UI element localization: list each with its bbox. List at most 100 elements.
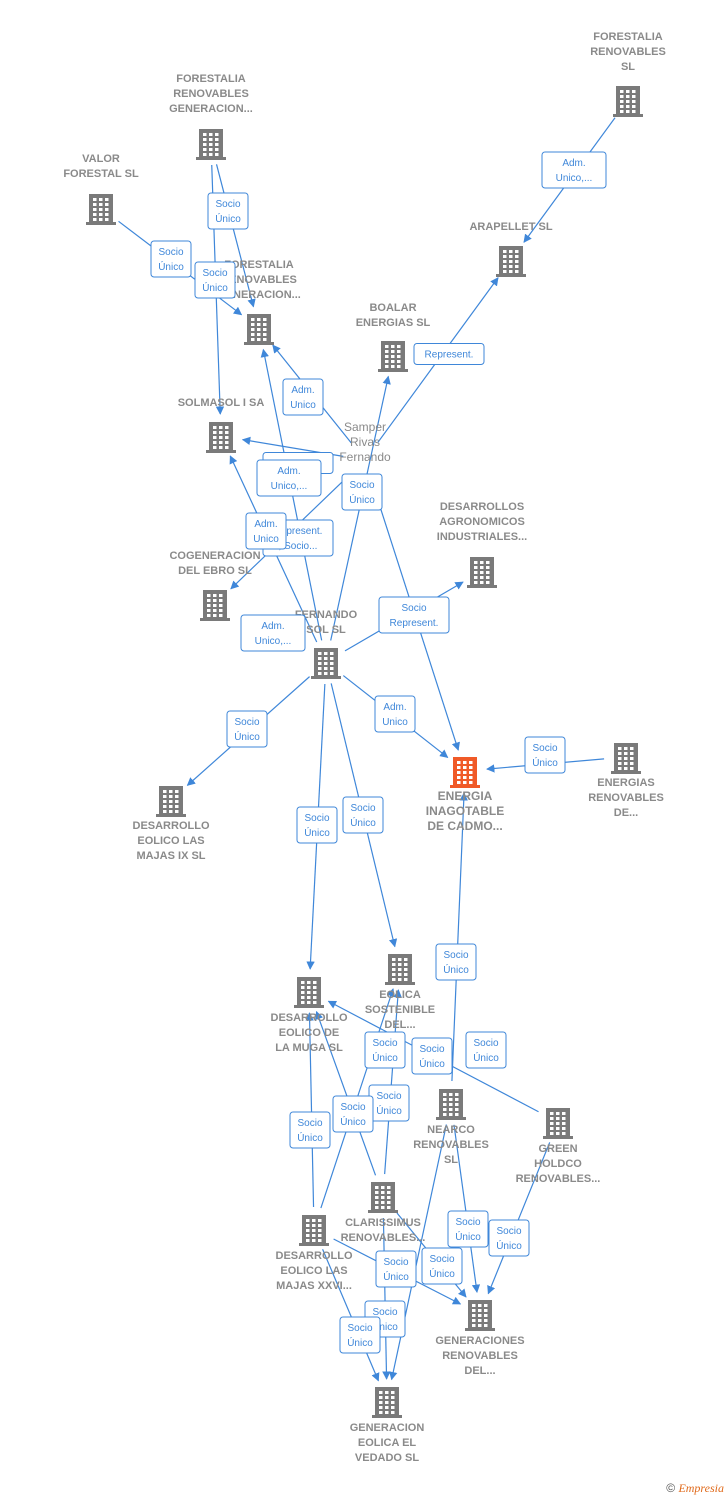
building-icon — [611, 743, 641, 774]
node-label-line: EOLICO LAS — [137, 835, 204, 847]
node-desarrollo-muga[interactable]: DESARROLLO EOLICO DE LA MUGA SL — [271, 977, 348, 1054]
node-generaciones-renovables[interactable]: GENERACIONESRENOVABLESDEL... — [435, 1300, 525, 1377]
node-label-line: INDUSTRIALES... — [437, 531, 527, 543]
edge-label[interactable]: Adm.Unico — [282, 378, 324, 416]
edge-label-text: Socio — [340, 1102, 365, 1113]
edge-desarrollo-majas-xxvi-to-generacion-vedado — [322, 1249, 380, 1382]
node-eolica-sostenible[interactable]: EOLICASOSTENIBLEDEL... — [365, 954, 435, 1031]
edge-label-text: Unico,... — [255, 636, 292, 647]
node-desarrollos-agro[interactable]: DESARROLLOSAGRONOMICOSINDUSTRIALES... — [437, 501, 527, 588]
node-label-line: COGENERACION — [169, 550, 260, 562]
node-label-line: MAJAS XXVI... — [276, 1280, 352, 1292]
node-label-line: DE... — [614, 807, 638, 819]
edge-label-text: Único — [419, 1057, 445, 1070]
edge-label-text: Socio — [347, 1323, 372, 1334]
edge-label-text: Socio — [349, 480, 374, 491]
building-icon — [613, 86, 643, 117]
edge-forestalia-gen1-to-forestalia-gen2 — [215, 164, 256, 308]
node-green-holdco[interactable]: GREENHOLDCORENOVABLES... — [516, 1108, 601, 1185]
node-energias-renovables[interactable]: ENERGIASRENOVABLESDE... — [588, 743, 664, 819]
edge-label-text: Socio — [202, 268, 227, 279]
node-label-line: INAGOTABLE — [426, 804, 504, 818]
edge-label[interactable]: Adm.Unico,... — [256, 459, 322, 497]
node-label-line: LA MUGA SL — [275, 1042, 343, 1054]
edge-label-text: Único — [304, 826, 330, 839]
edge-label[interactable]: Adm.Unico,... — [541, 151, 607, 189]
node-label-line: FORESTALIA — [224, 259, 294, 271]
edge-label-text: Adm. — [254, 519, 277, 530]
edge-label-text: Adm. — [383, 702, 406, 713]
edge-label-text: Socio — [455, 1217, 480, 1228]
node-label-line: CLARISSIMUS — [345, 1217, 421, 1229]
building-icon — [543, 1108, 573, 1139]
edge-label[interactable]: Adm.Unico — [245, 512, 287, 550]
building-icon — [436, 1089, 466, 1120]
node-label-line: EOLICO DE — [279, 1027, 340, 1039]
edge-label-text: Socio — [372, 1038, 397, 1049]
node-label-line: DESARROLLO — [271, 1012, 348, 1024]
edge-label-text: Unico — [290, 400, 316, 411]
edge-clarissimus-to-eolica-sostenible — [384, 989, 402, 1175]
node-label-line: DEL... — [464, 1365, 495, 1377]
building-icon — [86, 194, 116, 225]
node-label-line: DESARROLLOS — [440, 501, 524, 513]
node-label-line: FERNANDO — [295, 609, 358, 621]
edge-label-text: Socio — [443, 950, 468, 961]
node-label-line: GENERACION... — [217, 289, 301, 301]
edge-green-holdco-to-generaciones-renovables — [487, 1142, 551, 1295]
edge-label[interactable]: Adm.Unico,... — [240, 614, 306, 652]
node-arapellet[interactable]: ARAPELLET SL — [469, 221, 553, 277]
node-label-line: RENOVABLES... — [341, 1232, 426, 1244]
edge-label-text: Único — [234, 730, 260, 743]
brand-logo-text[interactable]: Empresia — [678, 1481, 724, 1495]
edge-label-text: Socio — [401, 603, 426, 614]
node-label-line: SL — [621, 61, 635, 73]
node-forestalia-gen1[interactable]: FORESTALIARENOVABLESGENERACION... — [169, 73, 253, 160]
edge-label-text: Socio — [496, 1226, 521, 1237]
edge-label-text: Unico — [382, 717, 408, 728]
node-label-line: FORESTALIA — [593, 31, 663, 43]
edge-label[interactable]: Adm. Unico — [374, 695, 416, 733]
edge-label[interactable]: Represent. — [413, 343, 485, 365]
node-forestalia-gen2[interactable]: FORESTALIARENOVABLESGENERACION... — [217, 259, 301, 345]
building-icon — [465, 1300, 495, 1331]
building-icon — [450, 757, 480, 788]
node-label-line: FORESTALIA — [176, 73, 246, 85]
node-clarissimus[interactable]: CLARISSIMUS RENOVABLES... — [341, 1182, 426, 1244]
edge-nearco-to-energia-inagotable — [451, 792, 468, 1082]
node-label-line: Fernando — [339, 450, 391, 464]
node-solmasol[interactable]: SOLMASOL I SA — [178, 397, 265, 453]
